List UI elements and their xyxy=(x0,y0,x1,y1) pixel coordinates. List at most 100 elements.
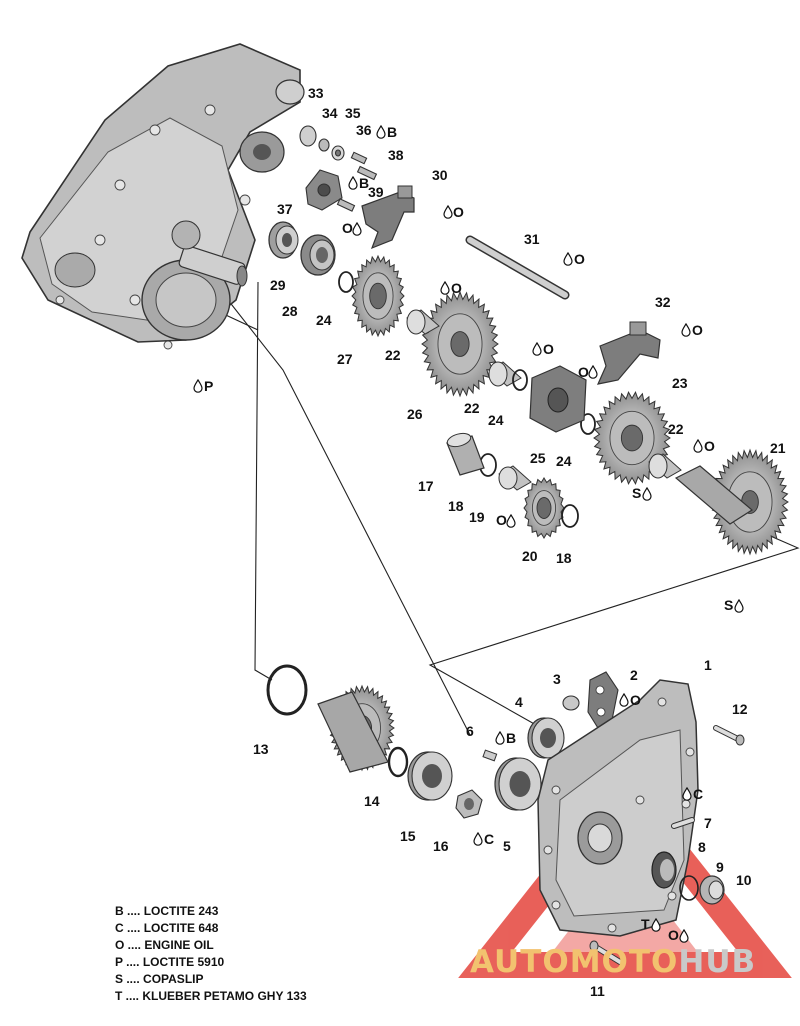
part-label-21: 21 xyxy=(770,440,786,456)
marker-32b: O xyxy=(578,364,598,380)
svg-text:B: B xyxy=(387,124,397,140)
ring-24c xyxy=(580,413,596,435)
part-label-20: 20 xyxy=(522,548,538,564)
plug-3 xyxy=(562,695,580,711)
marker-21: S xyxy=(632,485,652,501)
part-label-22b: 22 xyxy=(464,400,480,416)
legend-row: P .... LOCTITE 5910 xyxy=(115,955,225,969)
bearing-15 xyxy=(407,751,453,801)
svg-text:C: C xyxy=(484,831,494,847)
svg-text:O: O xyxy=(453,204,464,220)
part-label-34: 34 xyxy=(322,105,338,121)
fork-shaft-31 xyxy=(465,235,570,300)
marker-p: P xyxy=(193,378,213,394)
svg-text:C: C xyxy=(693,786,703,802)
crankcase-half xyxy=(21,43,305,350)
marker-39: B xyxy=(348,175,369,191)
svg-text:O: O xyxy=(342,220,353,236)
part-label-22c: 22 xyxy=(668,421,684,437)
part-label-28: 28 xyxy=(282,303,298,319)
output-shaft-21 xyxy=(674,465,754,525)
ring-14 xyxy=(387,746,409,778)
o-ring-9 xyxy=(679,875,699,901)
shift-fork-30 xyxy=(361,185,415,250)
gear-26 xyxy=(421,290,499,398)
marker-24: O xyxy=(440,280,462,296)
svg-text:O: O xyxy=(578,364,589,380)
part-label-23: 23 xyxy=(672,375,688,391)
legend-row: S .... COPASLIP xyxy=(115,972,204,986)
legend-row: T .... KLUEBER PETAMO GHY 133 xyxy=(115,989,307,1003)
part-label-11: 11 xyxy=(590,983,605,999)
marker-22: O xyxy=(532,341,554,357)
bushing-22c xyxy=(648,453,682,479)
ring-24b xyxy=(512,369,528,391)
svg-text:O: O xyxy=(543,341,554,357)
part-label-24c: 24 xyxy=(556,453,572,469)
marker-2: O xyxy=(619,692,641,708)
bushing-19 xyxy=(498,465,532,491)
part-label-39: 39 xyxy=(368,184,384,200)
material-markers: B B O O O O O O O O S O S P O B C C T O xyxy=(193,124,744,943)
part-label-9: 9 xyxy=(716,859,724,875)
part-label-1: 1 xyxy=(704,657,712,673)
svg-text:T: T xyxy=(641,916,650,932)
svg-text:S: S xyxy=(724,597,733,613)
part-label-30: 30 xyxy=(432,167,448,183)
plug-10 xyxy=(699,875,725,905)
part-label-36: 36 xyxy=(356,122,372,138)
marker-1: C xyxy=(682,786,703,802)
bolt-12 xyxy=(713,725,745,746)
part-label-24b: 24 xyxy=(488,412,504,428)
part-label-25: 25 xyxy=(530,450,546,466)
marker-36: B xyxy=(376,124,397,140)
seal-8 xyxy=(651,851,677,889)
part-label-38: 38 xyxy=(388,147,404,163)
part-label-33: 33 xyxy=(308,85,324,101)
marker-31: O xyxy=(563,251,585,267)
ring-24a xyxy=(338,271,354,293)
marker-30b: O xyxy=(342,220,362,236)
gearbox-cover-1 xyxy=(537,679,699,937)
shift-drum-25 xyxy=(529,365,587,433)
marker-8: T xyxy=(641,916,661,932)
svg-text:S: S xyxy=(632,485,641,501)
part-label-19: 19 xyxy=(469,509,485,525)
nut-16 xyxy=(455,789,483,819)
svg-text:O: O xyxy=(704,438,715,454)
svg-text:O: O xyxy=(574,251,585,267)
legend-row: C .... LOCTITE 648 xyxy=(115,921,219,935)
part-label-2: 2 xyxy=(630,667,638,683)
part-label-7: 7 xyxy=(704,815,712,831)
part-label-8: 8 xyxy=(698,839,706,855)
part-label-37: 37 xyxy=(277,201,293,217)
part-label-15: 15 xyxy=(400,828,416,844)
part-label-27: 27 xyxy=(337,351,353,367)
part-label-14: 14 xyxy=(364,793,380,809)
materials-legend: B .... LOCTITE 243 C .... LOCTITE 648 O … xyxy=(115,903,307,1005)
bearing-4 xyxy=(527,717,565,759)
part-label-17: 17 xyxy=(418,478,434,494)
part-label-32: 32 xyxy=(655,294,671,310)
marker-16: C xyxy=(473,831,494,847)
screw-6 xyxy=(482,749,498,762)
part-label-4: 4 xyxy=(515,694,523,710)
dog-ring-28 xyxy=(300,234,336,276)
marker-9: O xyxy=(668,927,689,943)
bushing-22a xyxy=(406,309,440,335)
marker-19: O xyxy=(496,512,516,528)
marker-21b: S xyxy=(724,597,744,613)
marker-32: O xyxy=(681,322,703,338)
svg-text:O: O xyxy=(630,692,641,708)
gear-20 xyxy=(523,477,565,539)
svg-text:O: O xyxy=(451,280,462,296)
part-label-26: 26 xyxy=(407,406,423,422)
part-label-10: 10 xyxy=(736,872,752,888)
part-label-5: 5 xyxy=(503,838,511,854)
plate-2 xyxy=(587,671,619,729)
part-label-13: 13 xyxy=(253,741,269,757)
part-label-18b: 18 xyxy=(556,550,572,566)
bolt-11 xyxy=(589,940,623,965)
svg-text:B: B xyxy=(359,175,369,191)
